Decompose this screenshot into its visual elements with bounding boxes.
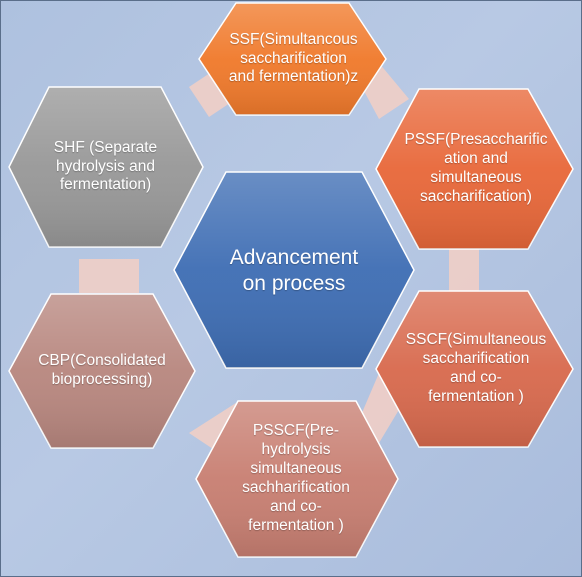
label-shf: SHF (Separate hydrolysis and fermentatio… — [53, 138, 158, 194]
label-cbp: CBP(Consolidated bioprocessing) — [38, 352, 166, 388]
label-ssf: SSF(Simultancous saccharification and fe… — [228, 30, 359, 86]
label-psscf: PSSCF(Pre- hydrolysis simultaneous sachh… — [242, 422, 350, 534]
connector-cbp-shf — [79, 259, 139, 293]
gloss-overlays — [9, 3, 573, 557]
label-center: Advancement on process — [229, 245, 359, 295]
label-sscf: SSCF(Simultaneous saccharification and c… — [405, 331, 547, 405]
label-pssf: PSSF(Presaccharific ation and simultaneo… — [404, 131, 548, 205]
